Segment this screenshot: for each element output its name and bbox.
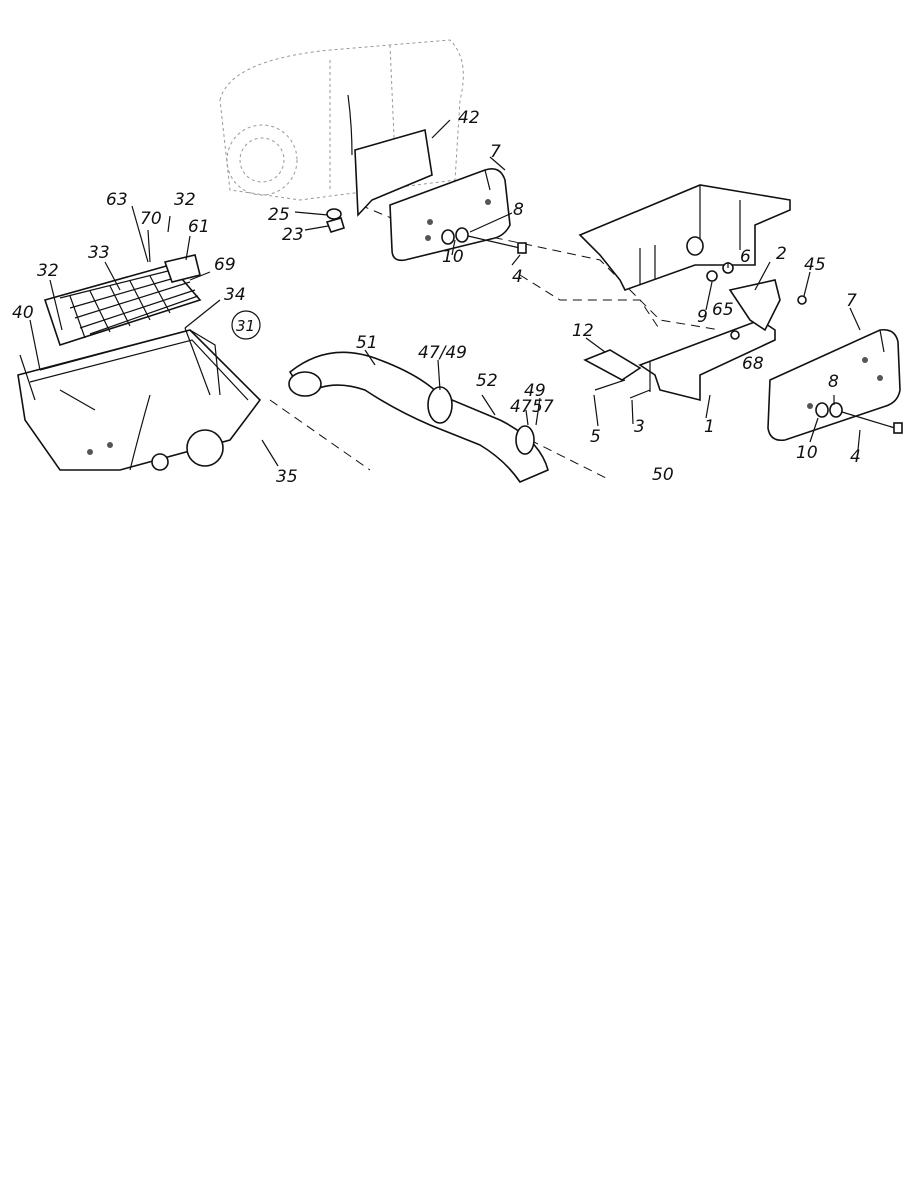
bolts-3-5 [594, 379, 651, 399]
exploded-parts-diagram: 42 7 8 10 4 25 23 63 70 32 61 33 32 69 3… [12, 39, 903, 487]
mounting-frame [578, 184, 791, 291]
callout-4-lower: 4 [850, 447, 861, 467]
callout-32-top: 32 [174, 190, 196, 210]
mesh-screen [43, 254, 202, 347]
callout-labels: 42 7 8 10 4 25 23 63 70 32 61 33 32 69 3… [12, 108, 861, 487]
callout-61: 61 [188, 217, 210, 237]
callout-31-circle [231, 310, 261, 340]
bolt-lower [815, 402, 903, 434]
callout-47: 47 [510, 397, 532, 417]
callout-1: 1 [704, 417, 715, 437]
callout-42: 42 [458, 108, 480, 128]
callout-10-upper: 10 [442, 247, 464, 267]
callout-25: 25 [268, 205, 290, 225]
bolt-upper [441, 227, 527, 254]
callout-3: 3 [634, 417, 645, 437]
callout-35: 35 [276, 467, 298, 487]
callout-2: 2 [776, 244, 787, 264]
callout-40: 40 [12, 303, 34, 323]
tube-34 [39, 329, 221, 411]
muffler-upper [389, 167, 511, 262]
callout-7-upper: 7 [490, 142, 501, 162]
callout-9: 9 [697, 307, 708, 327]
callout-12: 12 [572, 321, 594, 341]
callout-5: 5 [590, 427, 601, 447]
strap-12 [583, 349, 642, 381]
callout-23: 23 [282, 225, 304, 245]
callout-45: 45 [804, 255, 826, 275]
callout-47-49-upper: 47/49 [418, 343, 467, 363]
callout-6: 6 [740, 247, 751, 267]
callout-31: 31 [236, 317, 255, 335]
leader-lines [29, 119, 861, 467]
callout-34: 34 [224, 285, 246, 305]
callout-4-upper: 4 [512, 267, 523, 287]
callout-52: 52 [476, 371, 498, 391]
nut-23-25 [325, 208, 345, 233]
callout-68: 68 [742, 354, 764, 374]
oil-pan [17, 327, 262, 471]
callout-8-lower: 8 [828, 372, 839, 392]
bracket-42 [347, 94, 433, 217]
callout-33: 33 [88, 243, 110, 263]
engine-block-outline [219, 39, 464, 201]
bracket-2 [728, 279, 781, 332]
callout-10-lower: 10 [796, 443, 818, 463]
callout-69: 69 [214, 255, 236, 275]
callout-7-lower: 7 [846, 291, 857, 311]
callout-8-upper: 8 [513, 200, 524, 220]
callout-57: 57 [532, 397, 554, 417]
callout-70: 70 [140, 209, 162, 229]
callout-50: 50 [652, 465, 674, 485]
callout-32-left: 32 [37, 261, 59, 281]
callout-65: 65 [712, 300, 734, 320]
exhaust-pipe [288, 351, 549, 483]
callout-49: 49 [524, 381, 546, 401]
callout-63: 63 [106, 190, 128, 210]
muffler-lower [767, 328, 901, 442]
callout-51: 51 [356, 333, 378, 353]
